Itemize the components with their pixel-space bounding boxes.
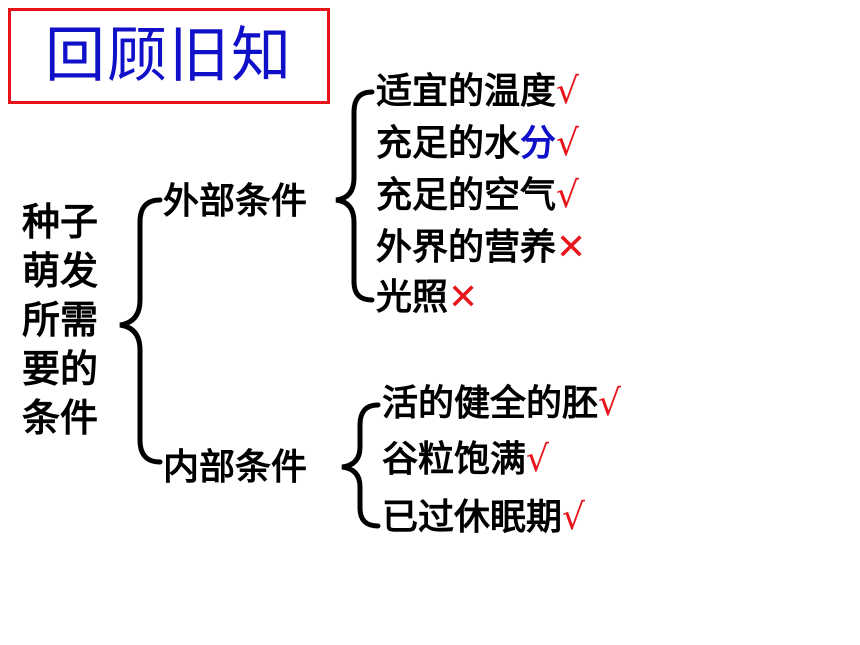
condition-item: 已过休眠期√	[382, 500, 585, 536]
condition-text: 光照	[376, 277, 449, 318]
condition-text: 适宜的温度	[376, 71, 557, 112]
condition-text: 已过休眠期	[382, 497, 563, 538]
check-mark-icon: √	[562, 497, 585, 538]
root-line: 种子	[22, 200, 99, 244]
condition-item: 充足的水分√	[376, 126, 579, 162]
condition-item: 充足的空气√	[376, 178, 579, 214]
cross-mark-icon: ✕	[556, 227, 587, 268]
condition-text: 活的健全的胚	[382, 383, 599, 424]
root-line: 要的	[22, 347, 99, 391]
condition-item: 外界的营养✕	[376, 230, 586, 266]
check-mark-icon: √	[526, 439, 549, 480]
cross-mark-icon: ✕	[448, 277, 479, 318]
branch-internal: 内部条件	[163, 447, 308, 488]
condition-text: 充足的空气	[376, 175, 557, 216]
condition-item: 适宜的温度√	[376, 74, 579, 110]
check-mark-icon: √	[598, 383, 621, 424]
condition-text: 谷粒饱满	[382, 439, 527, 480]
condition-item: 谷粒饱满√	[382, 442, 549, 478]
root-line: 萌发	[22, 249, 99, 293]
root-line: 条件	[22, 396, 99, 440]
root-line: 所需	[22, 298, 99, 342]
check-mark-icon: √	[556, 71, 579, 112]
title-box: 回顾旧知	[8, 8, 330, 104]
root-node: 种子 萌发 所需 要的 条件	[22, 198, 114, 443]
root-brace	[119, 197, 163, 465]
condition-item: 活的健全的胚√	[382, 386, 621, 422]
condition-text: 分	[520, 123, 557, 164]
internal-brace	[341, 402, 381, 529]
check-mark-icon: √	[556, 175, 579, 216]
condition-item: 光照✕	[376, 280, 478, 316]
condition-text: 外界的营养	[376, 227, 557, 268]
check-mark-icon: √	[556, 123, 579, 164]
diagram-title: 回顾旧知	[45, 21, 293, 91]
condition-text: 充足的水	[376, 123, 521, 164]
external-brace	[335, 89, 375, 303]
branch-external: 外部条件	[163, 181, 308, 222]
